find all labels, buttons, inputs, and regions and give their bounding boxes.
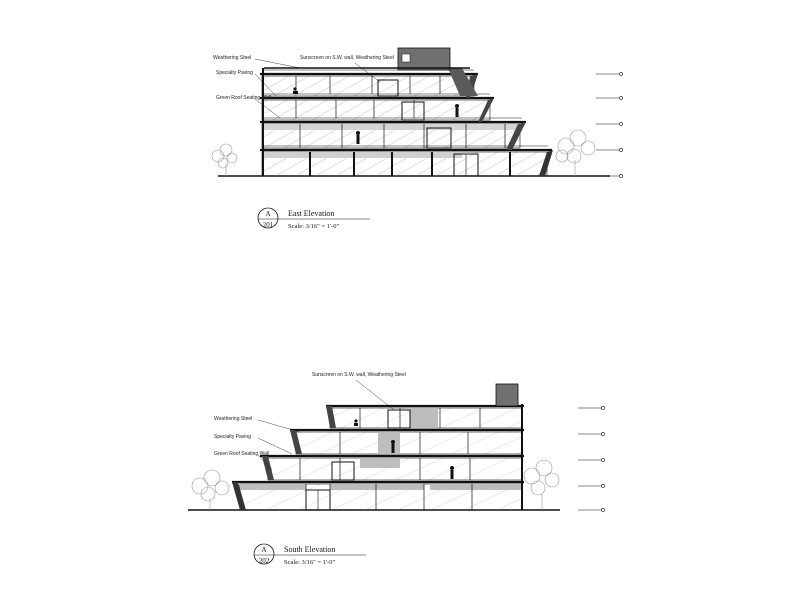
tag-letter: A [261,546,266,554]
elevation-title: East Elevation [288,209,334,218]
door [426,127,452,149]
tree-icon [555,129,596,176]
tag-number: 201 [263,221,274,229]
elevation-scale: Scale: 3/16" = 1'-0" [284,559,335,566]
floor-slabs [232,404,524,484]
note-sunscreen: Sunscreen on S.W. wall, Weathering Steel [300,55,394,61]
level-markers [596,72,623,178]
elevation-title-block: A 201 East Elevation Scale: 3/16" = 1'-0… [257,207,370,230]
note-green-roof: Green Roof Seating Wall [214,451,269,457]
sloped-wall [290,430,302,454]
tag-number: 202 [259,557,270,565]
south-elevation: Weathering Steel Specialty Paving Green … [188,372,605,566]
annotation-leaders [257,379,395,471]
section-tag [257,207,279,229]
sloped-wall [326,406,336,428]
tree-icon [523,459,560,510]
door [331,461,355,481]
note-green-roof: Green Roof Seating Wall [216,95,271,101]
elevation-title: South Elevation [284,545,335,554]
tree-icon [211,143,238,176]
door [401,101,425,121]
sloped-wall [506,122,526,150]
sloped-wall [478,98,494,122]
roof-penthouse [397,47,451,71]
columns [262,68,511,176]
note-weathering-steel: Weathering Steel [214,416,252,422]
note-weathering-steel: Weathering Steel [213,55,251,61]
tag-letter: A [265,210,270,218]
level-markers [578,406,605,512]
note-specialty-paving: Specialty Paving [216,70,253,76]
tree-icon [191,469,230,510]
sloped-wall [232,482,246,510]
elevation-title-block: A 202 South Elevation Scale: 3/16" = 1'-… [253,543,366,566]
floor-slabs [260,72,552,152]
roof-penthouse [495,383,519,407]
door [387,409,411,429]
elevation-scale: Scale: 3/16" = 1'-0" [288,223,339,230]
annotation-leaders [254,58,381,119]
note-sunscreen: Sunscreen on S.W. wall, Weathering Steel [312,372,406,378]
third-floor-glazing [295,431,523,455]
section-tag [253,543,275,565]
sunscreen-shade [448,68,478,96]
note-specialty-paving: Specialty Paving [214,434,251,440]
door [377,79,399,97]
person-figure [293,87,459,144]
sloped-wall [262,456,274,480]
ground-floor-shade [262,152,462,158]
person-figure [354,419,454,479]
sloped-wall [539,150,553,176]
shade-panels [240,408,522,490]
east-elevation: Weathering Steel Specialty Paving Green … [211,47,623,230]
